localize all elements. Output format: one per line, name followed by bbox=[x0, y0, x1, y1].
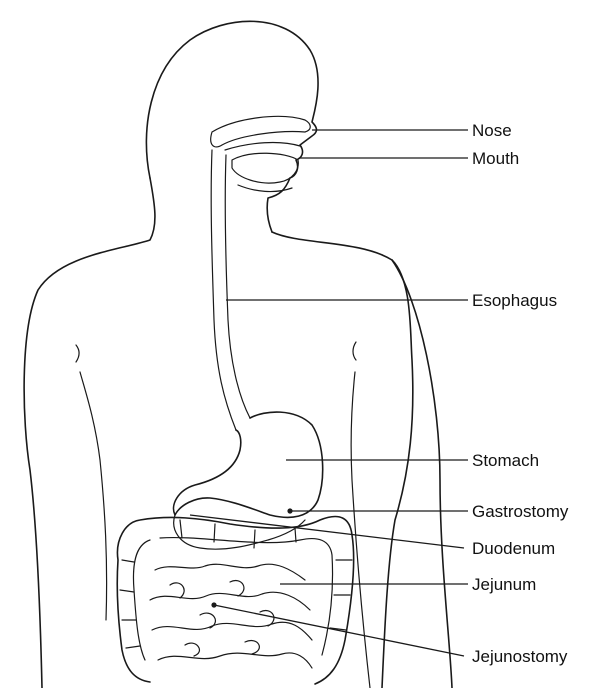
label-duodenum: Duodenum bbox=[472, 539, 555, 558]
label-mouth: Mouth bbox=[472, 149, 519, 168]
esophagus-right-wall bbox=[225, 155, 250, 418]
label-nose: Nose bbox=[472, 121, 512, 140]
esophagus-left-wall bbox=[211, 150, 236, 430]
nasal-cavity-outline bbox=[211, 116, 311, 146]
left-nipple-mark bbox=[76, 345, 79, 362]
left-flank-outline bbox=[80, 372, 107, 620]
stomach-outline bbox=[174, 412, 323, 517]
large-intestine bbox=[117, 516, 353, 684]
label-esophagus: Esophagus bbox=[472, 291, 557, 310]
small-intestine bbox=[150, 564, 312, 668]
label-stomach: Stomach bbox=[472, 451, 539, 470]
label-jejunostomy: Jejunostomy bbox=[472, 647, 568, 666]
label-jejunum: Jejunum bbox=[472, 575, 536, 594]
gastrostomy-point bbox=[287, 508, 292, 513]
duodenum-outline bbox=[174, 515, 305, 549]
jejunum-coils bbox=[150, 564, 312, 668]
ileum-loops bbox=[170, 581, 274, 656]
esophagus bbox=[211, 150, 250, 430]
right-nipple-mark bbox=[353, 342, 356, 360]
head-outline bbox=[146, 21, 318, 232]
leader-lines bbox=[190, 130, 468, 656]
jejunostomy-leader bbox=[214, 605, 464, 656]
tongue-outline bbox=[232, 153, 298, 183]
label-gastrostomy: Gastrostomy bbox=[472, 502, 569, 521]
right-arm-outline bbox=[392, 260, 452, 688]
jejunostomy-point bbox=[211, 602, 216, 607]
right-flank-outline bbox=[351, 372, 370, 688]
colon-inner bbox=[133, 538, 332, 660]
labels: Nose Mouth Esophagus Stomach Gastrostomy… bbox=[472, 121, 569, 666]
palate-line bbox=[225, 143, 300, 150]
